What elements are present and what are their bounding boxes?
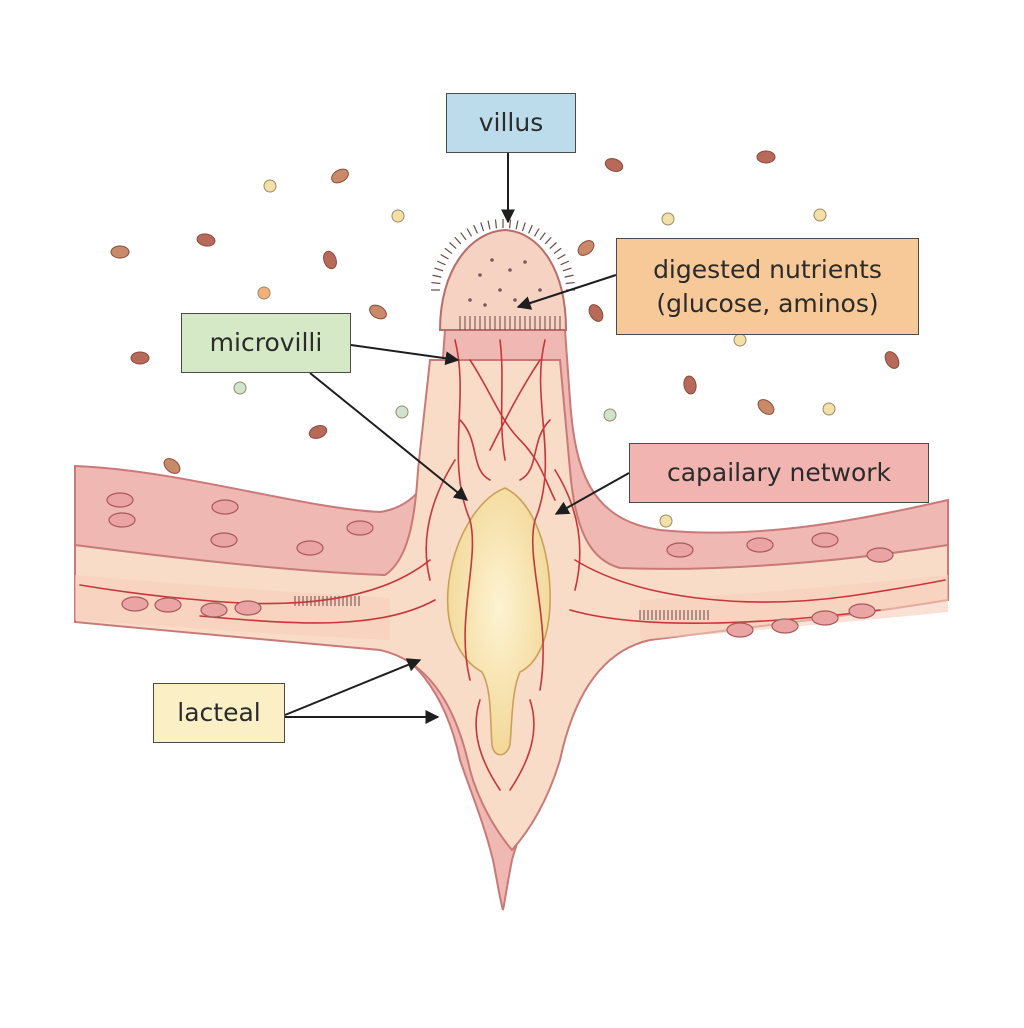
particle-icon — [577, 240, 595, 256]
lacteal-label-text: lacteal — [177, 698, 261, 728]
particle-icon — [822, 402, 836, 416]
capillary-label-text: capailary network — [666, 458, 891, 488]
particle-icon — [331, 168, 349, 184]
particle-icon — [395, 405, 409, 419]
particle-icon — [130, 351, 150, 365]
villus-label-text: villus — [478, 108, 544, 138]
microvilli-label: microvilli — [181, 313, 351, 373]
particle-icon — [733, 333, 747, 347]
capillary-network-label: capailary network — [629, 443, 929, 503]
lacteal-vessel — [446, 487, 551, 756]
particle-icon — [196, 233, 216, 247]
villus-label: villus — [446, 93, 576, 153]
particle-icon — [659, 514, 673, 528]
arrow-nutrients — [516, 274, 617, 310]
lacteal-label: lacteal — [153, 683, 285, 743]
particle-icon — [683, 375, 697, 395]
particle-icon — [757, 399, 775, 415]
arrow-lacteal-1 — [284, 658, 422, 716]
particle-icon — [884, 351, 900, 369]
particle-icon — [257, 286, 271, 300]
digested-nutrients-label: digested nutrients (glucose, aminos) — [616, 238, 919, 335]
nutrient-particles — [110, 150, 900, 528]
nutrients-label-line2: (glucose, aminos) — [656, 288, 879, 318]
arrow-capillary — [554, 472, 630, 515]
particle-icon — [813, 208, 827, 222]
microvilli-label-text: microvilli — [209, 328, 323, 358]
particle-icon — [308, 425, 328, 439]
particle-icon — [110, 245, 130, 259]
particle-icon — [233, 381, 247, 395]
arrow-microvilli-2 — [309, 372, 469, 501]
particle-icon — [263, 179, 277, 193]
nutrients-label-line1: digested nutrients — [653, 254, 882, 284]
villus-tip — [294, 219, 709, 620]
particle-icon — [369, 304, 387, 320]
arrows — [284, 153, 630, 724]
particle-icon — [604, 158, 624, 172]
arrow-microvilli-1 — [350, 344, 460, 366]
particle-icon — [323, 250, 337, 270]
wall-cells — [106, 492, 894, 638]
particle-icon — [391, 209, 405, 223]
capillary-network — [79, 339, 946, 791]
particle-icon — [603, 408, 617, 422]
particle-icon — [163, 458, 181, 474]
particle-icon — [661, 212, 675, 226]
particle-icon — [756, 150, 776, 164]
particle-icon — [588, 304, 604, 322]
